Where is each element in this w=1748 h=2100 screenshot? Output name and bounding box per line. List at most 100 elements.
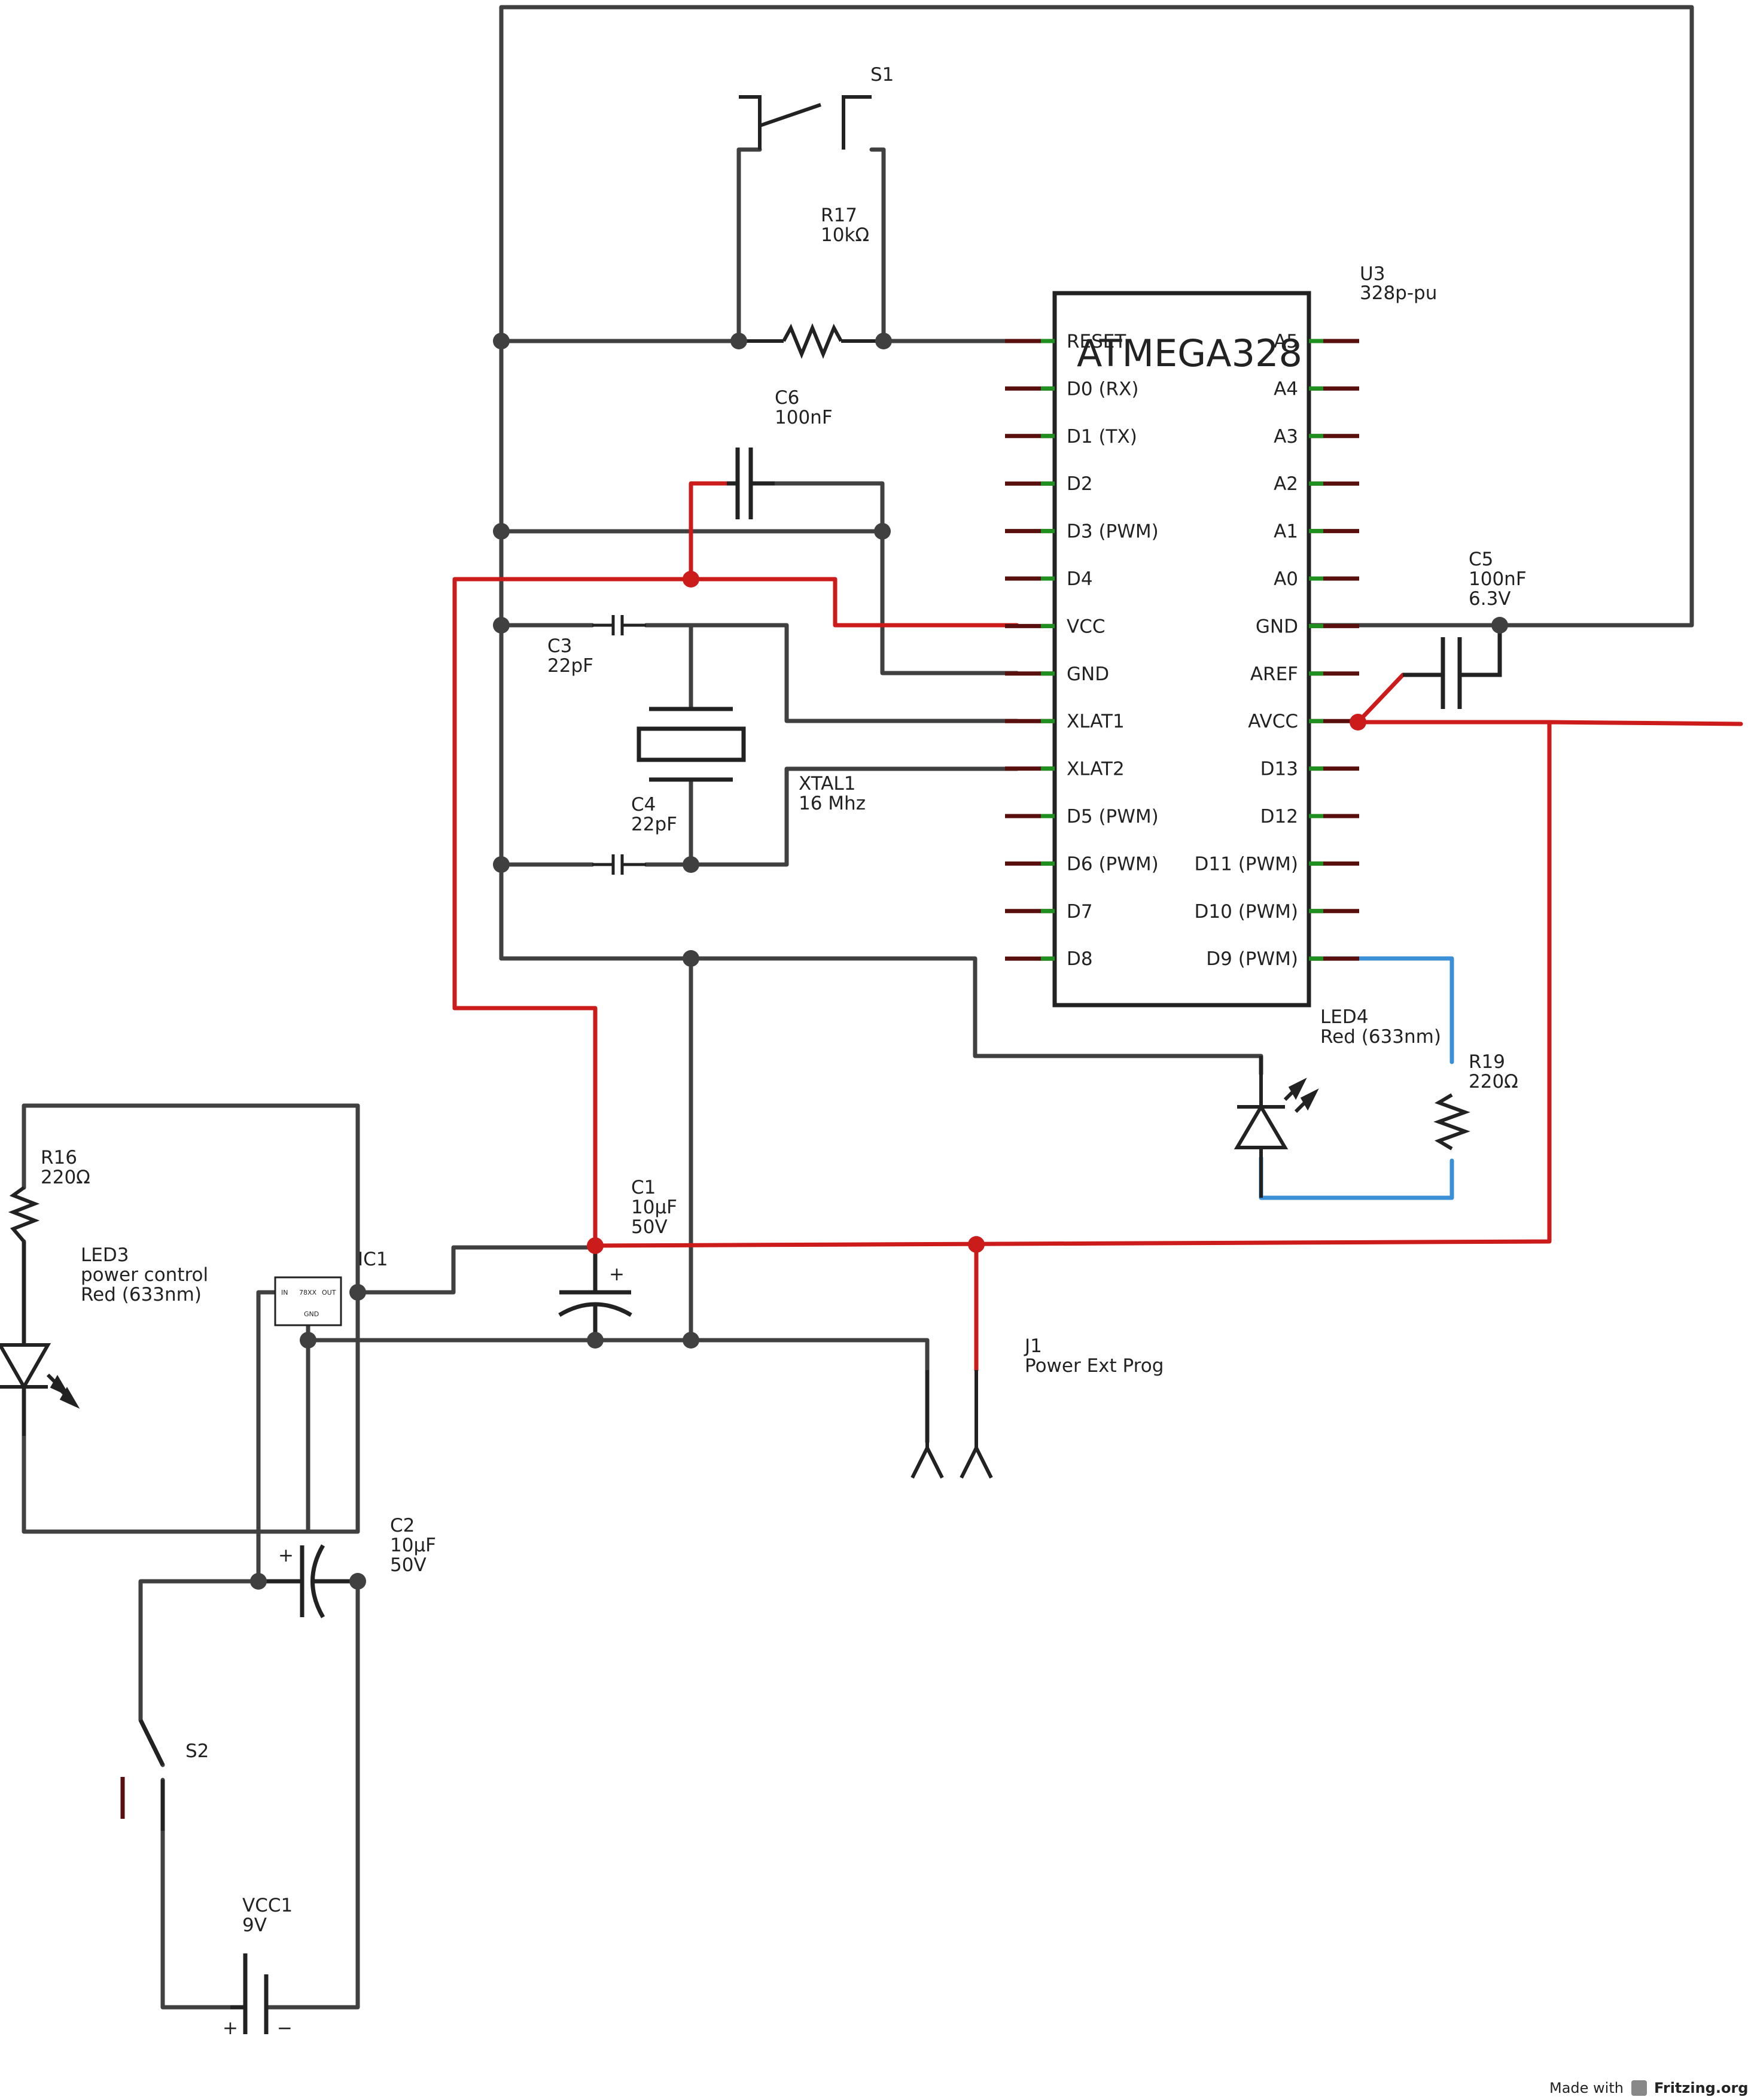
- c5-ref: C5: [1469, 549, 1493, 570]
- chip-pin-left: VCC: [1005, 616, 1106, 637]
- s2-ref: S2: [185, 1740, 209, 1762]
- c5-value: 100nF: [1469, 568, 1527, 590]
- chip-pin-label: D1 (TX): [1067, 426, 1137, 448]
- c5-rating: 6.3V: [1469, 588, 1511, 610]
- switch-s1: [739, 95, 872, 150]
- junctions-power: [587, 571, 1366, 1254]
- led-led3: [0, 1241, 80, 1436]
- connector-j1: [910, 1370, 993, 1479]
- footer-made-with: Made with: [1549, 2080, 1624, 2096]
- chip-pin-right: A5: [1274, 331, 1359, 352]
- led3-line1: power control: [81, 1264, 208, 1286]
- chip-pin-left: D0 (RX): [1005, 378, 1138, 400]
- chip-pin-label: A2: [1274, 473, 1298, 495]
- c2-value: 10µF: [390, 1535, 436, 1556]
- crystal-xtal1: [637, 707, 746, 782]
- j1-ref: J1: [1024, 1335, 1042, 1357]
- j1-value: Power Ext Prog: [1025, 1355, 1164, 1377]
- chip-pin-label: D2: [1067, 473, 1093, 495]
- chip-pin-right: A4: [1274, 378, 1359, 400]
- c2-ref: C2: [390, 1515, 415, 1536]
- chip-pin-label: D10 (PWM): [1195, 901, 1298, 923]
- led4-ref: LED4: [1320, 1006, 1368, 1028]
- chip-pin-label: A5: [1274, 331, 1298, 352]
- chip-pin-label: D13: [1260, 759, 1298, 780]
- r16-ref: R16: [41, 1147, 77, 1168]
- chip-pin-label: A0: [1274, 568, 1298, 590]
- led4-value: Red (633nm): [1320, 1026, 1441, 1048]
- chip-pin-label: VCC: [1067, 616, 1106, 637]
- chip-pin-label: XLAT1: [1067, 711, 1125, 732]
- r17-value: 10kΩ: [821, 224, 869, 246]
- chip-pin-right: D12: [1260, 806, 1359, 827]
- chip-pin-left: D4: [1005, 568, 1093, 590]
- chip-pin-label: D6 (PWM): [1067, 853, 1159, 875]
- chip-ref: U3: [1360, 263, 1385, 285]
- chip-pin-right: A3: [1274, 426, 1359, 448]
- chip-pin-label: D12: [1260, 806, 1298, 827]
- r19-ref: R19: [1469, 1051, 1505, 1073]
- vcc1-plus: +: [223, 2017, 238, 2039]
- chip-pin-left: D1 (TX): [1005, 426, 1137, 448]
- chip-pin-left: D6 (PWM): [1005, 853, 1159, 875]
- c1-value: 10µF: [631, 1197, 677, 1218]
- s1-ref: S1: [870, 64, 894, 86]
- footer-brand[interactable]: Fritzing.org: [1654, 2080, 1748, 2096]
- chip-pin-label: A3: [1274, 426, 1298, 448]
- chip-pin-label: D3 (PWM): [1067, 521, 1159, 543]
- chip-pin-label: A4: [1274, 378, 1298, 400]
- chip-pin-right: D13: [1260, 759, 1359, 780]
- c3-value: 22pF: [547, 655, 593, 677]
- c3-ref: C3: [547, 635, 572, 657]
- c6-ref: C6: [775, 387, 799, 409]
- chip-body: [1052, 291, 1311, 1008]
- chip-pin-label: D7: [1067, 901, 1093, 923]
- ic1-ref: IC1: [358, 1249, 388, 1270]
- chip-pin-label: AVCC: [1248, 711, 1298, 732]
- c6-value: 100nF: [775, 407, 833, 428]
- chip-pin-label: D9 (PWM): [1206, 948, 1298, 970]
- ic1-in: IN: [281, 1289, 288, 1296]
- chip-pin-label: D4: [1067, 568, 1093, 590]
- chip-pin-right: A2: [1274, 473, 1359, 495]
- chip-pin-left: D8: [1005, 948, 1093, 970]
- chip-pin-right: D10 (PWM): [1195, 901, 1359, 923]
- chip-pin-right: D11 (PWM): [1195, 853, 1359, 875]
- resistor-r16: [8, 1186, 40, 1243]
- chip-pin-label: D5 (PWM): [1067, 806, 1159, 827]
- regulator-ic1: IN 78XX OUT GND: [274, 1276, 342, 1326]
- resistor-r17: [782, 323, 843, 359]
- c1-rating: 50V: [631, 1216, 668, 1238]
- chip-pin-label: XLAT2: [1067, 759, 1125, 780]
- c1-polarity: +: [609, 1264, 625, 1285]
- chip-pin-left: D5 (PWM): [1005, 806, 1159, 827]
- fritzing-logo-icon: [1631, 2080, 1647, 2096]
- resistor-r19: [1433, 1093, 1470, 1151]
- c2-polarity: +: [278, 1545, 294, 1566]
- chip-pin-label: AREF: [1250, 664, 1298, 685]
- r19-value: 220Ω: [1469, 1071, 1518, 1092]
- junctions: [250, 333, 1508, 1590]
- chip-pin-label: D8: [1067, 948, 1093, 970]
- r17-ref: R17: [821, 205, 857, 226]
- chip-pin-left: D2: [1005, 473, 1093, 495]
- c1-ref: C1: [631, 1177, 656, 1198]
- capacitor-c3: [592, 615, 646, 635]
- chip-pin-label: GND: [1067, 664, 1109, 685]
- c2-rating: 50V: [390, 1554, 427, 1576]
- capacitor-c6: [727, 448, 775, 519]
- chip-pin-right: A1: [1274, 521, 1359, 543]
- capacitor-c5: [1403, 625, 1502, 709]
- vcc1-ref: VCC1: [242, 1895, 293, 1916]
- xtal1-value: 16 Mhz: [799, 793, 866, 814]
- chip-pin-left: D7: [1005, 901, 1093, 923]
- capacitor-c1: [558, 1247, 632, 1340]
- c4-value: 22pF: [631, 814, 677, 835]
- chip-pin-left: XLAT2: [1005, 759, 1125, 780]
- led3-line2: Red (633nm): [81, 1284, 202, 1305]
- chip-pin-right: A0: [1274, 568, 1359, 590]
